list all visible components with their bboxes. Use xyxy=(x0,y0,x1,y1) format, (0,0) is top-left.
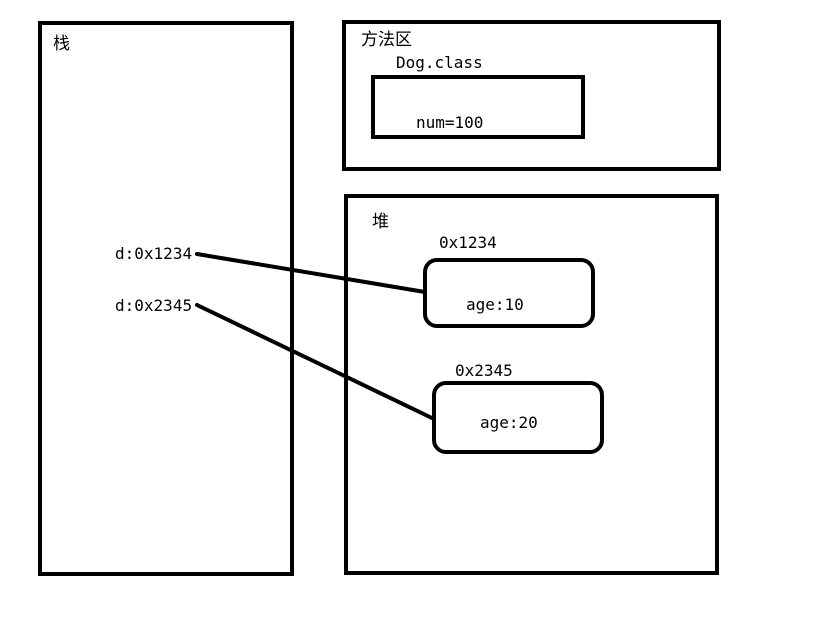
stack-title: 栈 xyxy=(53,34,70,54)
reference-line-d1 xyxy=(195,252,427,294)
class-box xyxy=(371,75,585,139)
stack-region xyxy=(38,21,294,576)
heap-region xyxy=(344,194,719,575)
heap-object-1-address: 0x1234 xyxy=(439,233,497,252)
method-area-region xyxy=(342,20,721,171)
class-name-label: Dog.class xyxy=(396,53,483,72)
stack-var-d2: d:0x2345 xyxy=(115,297,192,315)
heap-object-2-address: 0x2345 xyxy=(455,361,513,380)
stack-var-d2-name: d xyxy=(115,296,125,315)
stack-var-d1: d:0x1234 xyxy=(115,245,192,263)
heap-object-2-field: age:20 xyxy=(480,413,538,432)
method-area-title: 方法区 xyxy=(361,30,412,50)
stack-var-d2-separator: : xyxy=(124,296,135,315)
heap-title: 堆 xyxy=(372,212,389,232)
stack-var-d1-address: 0x1234 xyxy=(134,244,193,263)
static-field-label: num=100 xyxy=(416,113,484,132)
stack-var-d1-name: d xyxy=(115,244,125,263)
heap-object-1-field: age:10 xyxy=(466,295,524,314)
stack-var-d2-address: 0x2345 xyxy=(134,296,193,315)
reference-line-d2 xyxy=(195,303,436,421)
stack-var-d1-separator: : xyxy=(124,244,135,263)
